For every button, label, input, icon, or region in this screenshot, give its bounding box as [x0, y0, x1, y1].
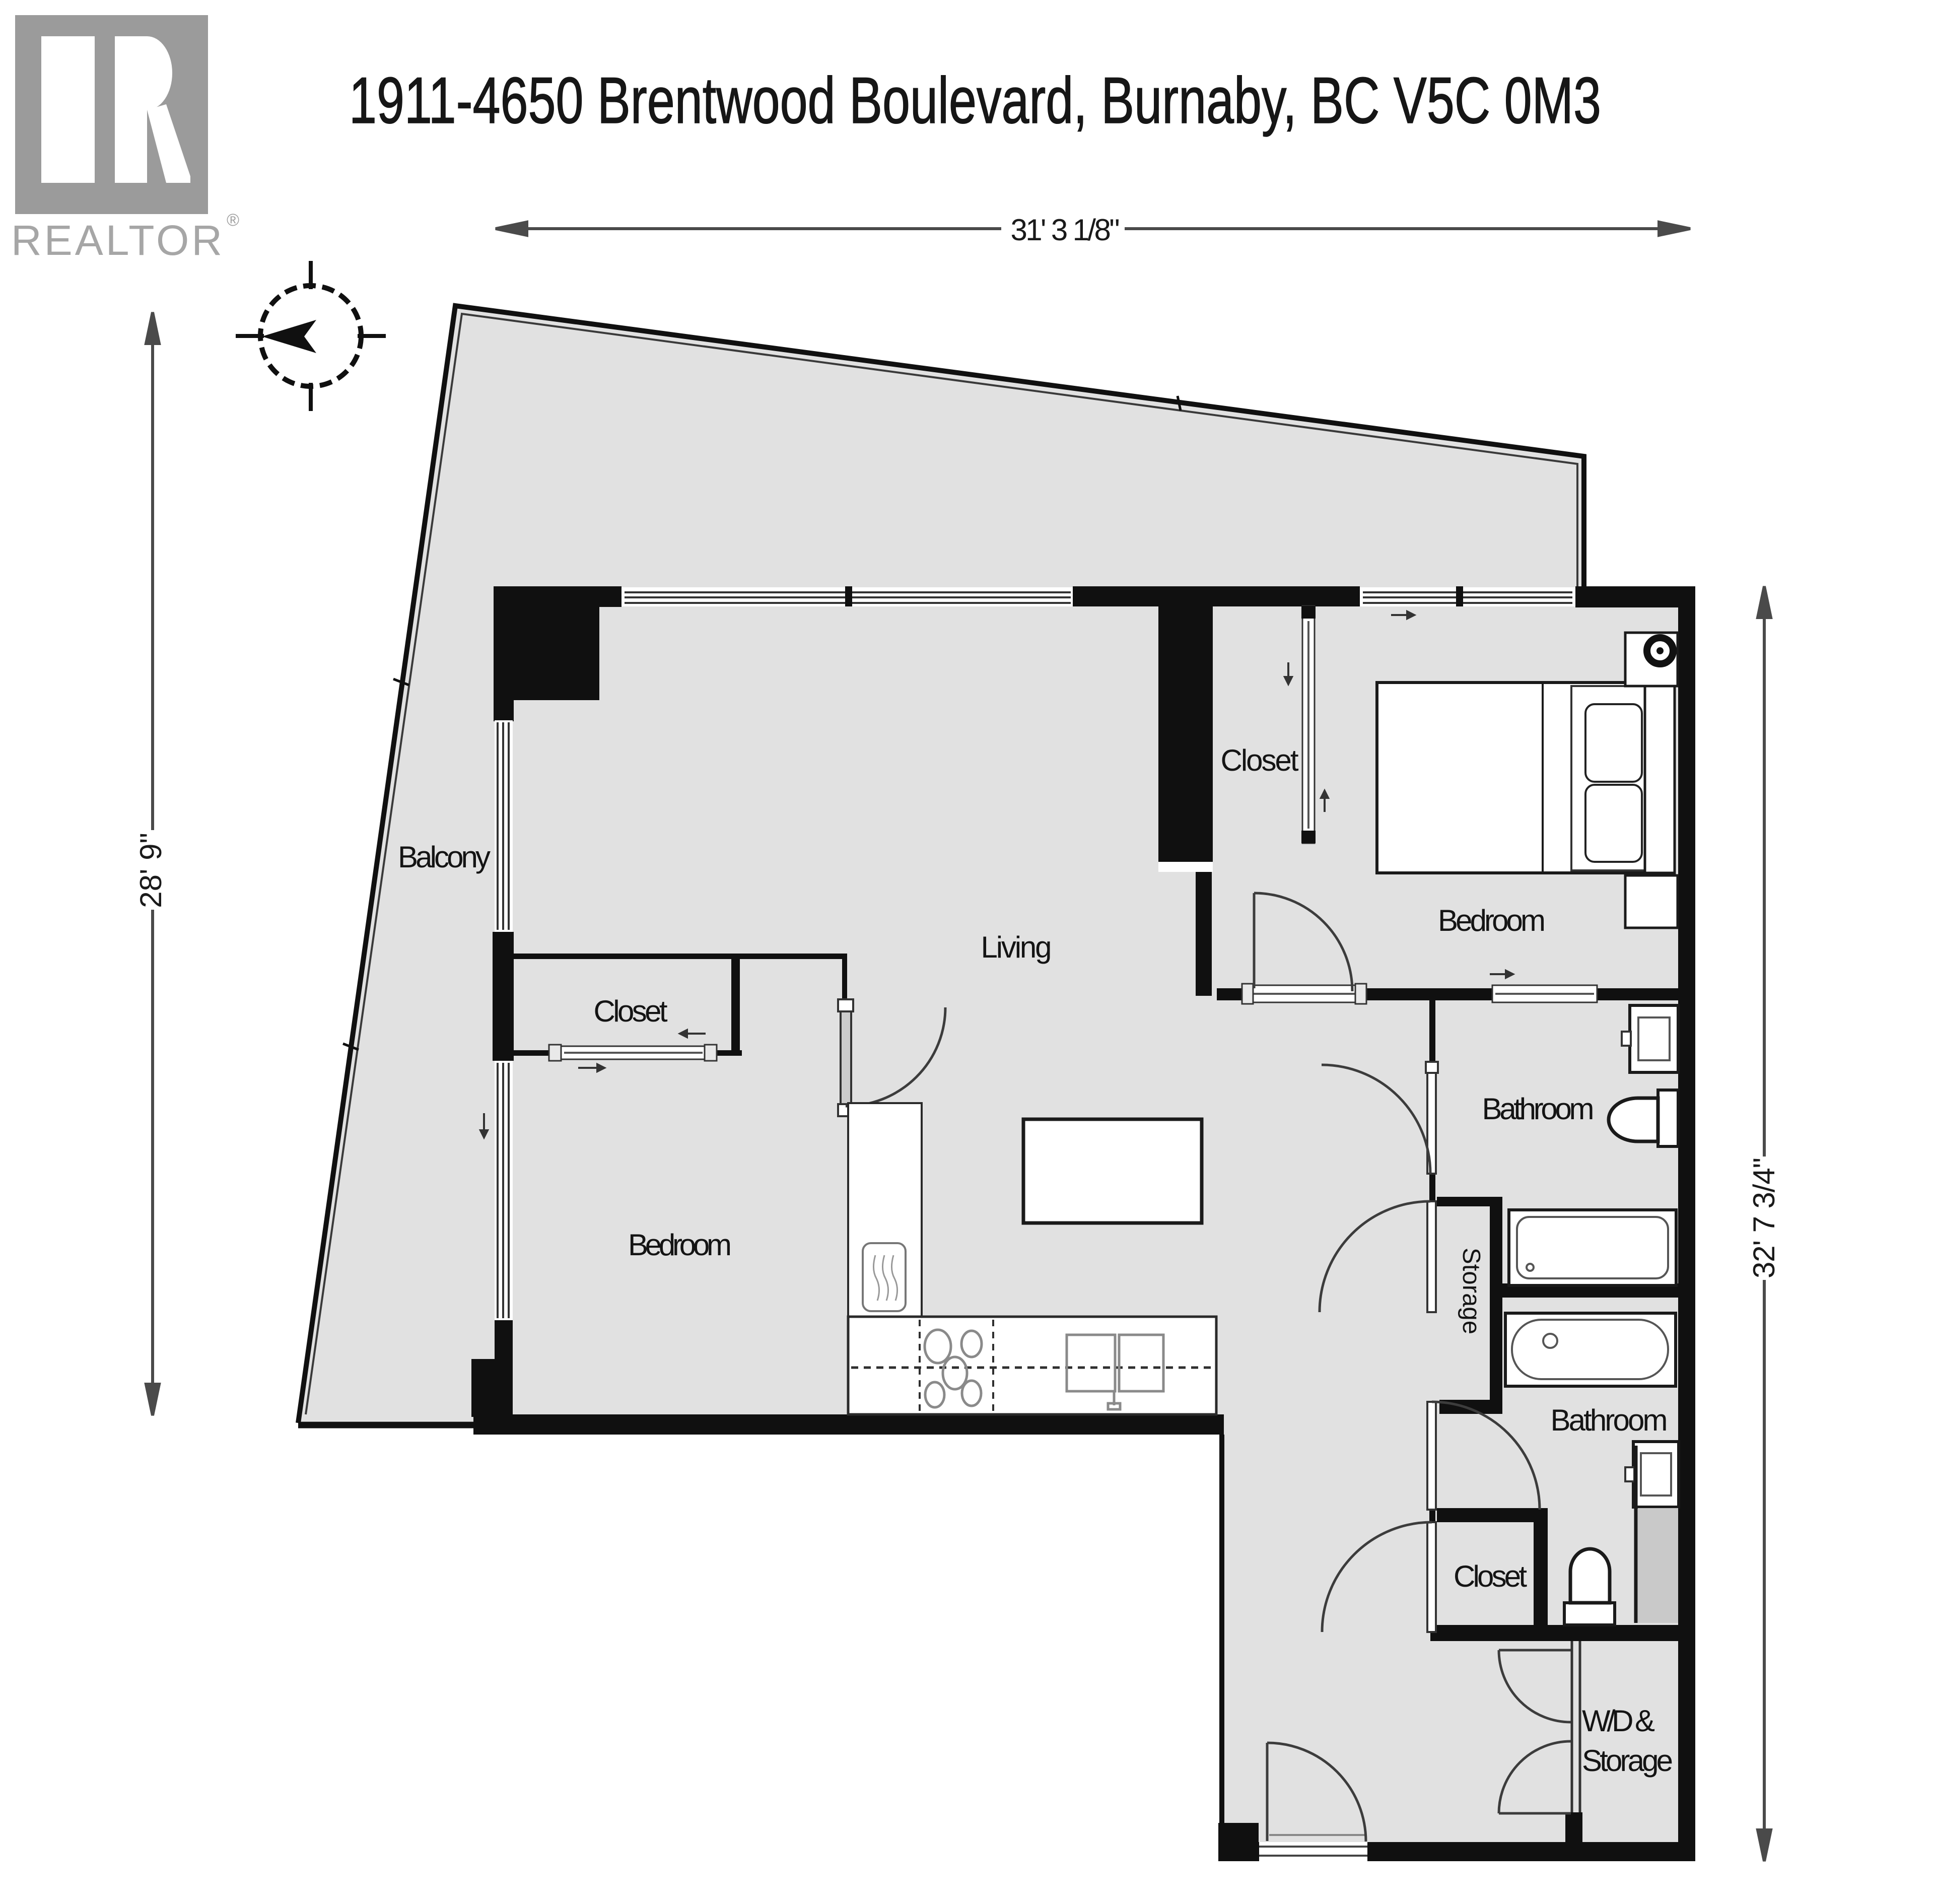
svg-text:REALTOR: REALTOR: [11, 217, 225, 264]
svg-text:Closet: Closet: [1454, 1559, 1527, 1593]
svg-text:W/D &: W/D &: [1582, 1704, 1655, 1738]
svg-text:Living: Living: [981, 930, 1052, 964]
svg-text:Storage: Storage: [1458, 1248, 1485, 1334]
svg-text:Balcony: Balcony: [398, 840, 491, 874]
svg-text:Closet: Closet: [594, 994, 668, 1028]
svg-text:®: ®: [227, 211, 239, 230]
svg-text:31' 3 1/8": 31' 3 1/8": [1011, 213, 1120, 247]
svg-text:Storage: Storage: [1582, 1744, 1673, 1778]
svg-text:Bathroom: Bathroom: [1551, 1403, 1668, 1437]
svg-text:Bedroom: Bedroom: [628, 1228, 732, 1262]
svg-text:32' 7 3/4": 32' 7 3/4": [1747, 1158, 1781, 1278]
svg-text:28' 9": 28' 9": [134, 833, 168, 908]
svg-text:Closet: Closet: [1221, 743, 1299, 777]
svg-text:Bathroom: Bathroom: [1482, 1092, 1595, 1126]
svg-text:1911-4650 Brentwood Boulevard,: 1911-4650 Brentwood Boulevard, Burnaby, …: [349, 63, 1601, 137]
svg-text:Bedroom: Bedroom: [1438, 904, 1546, 937]
